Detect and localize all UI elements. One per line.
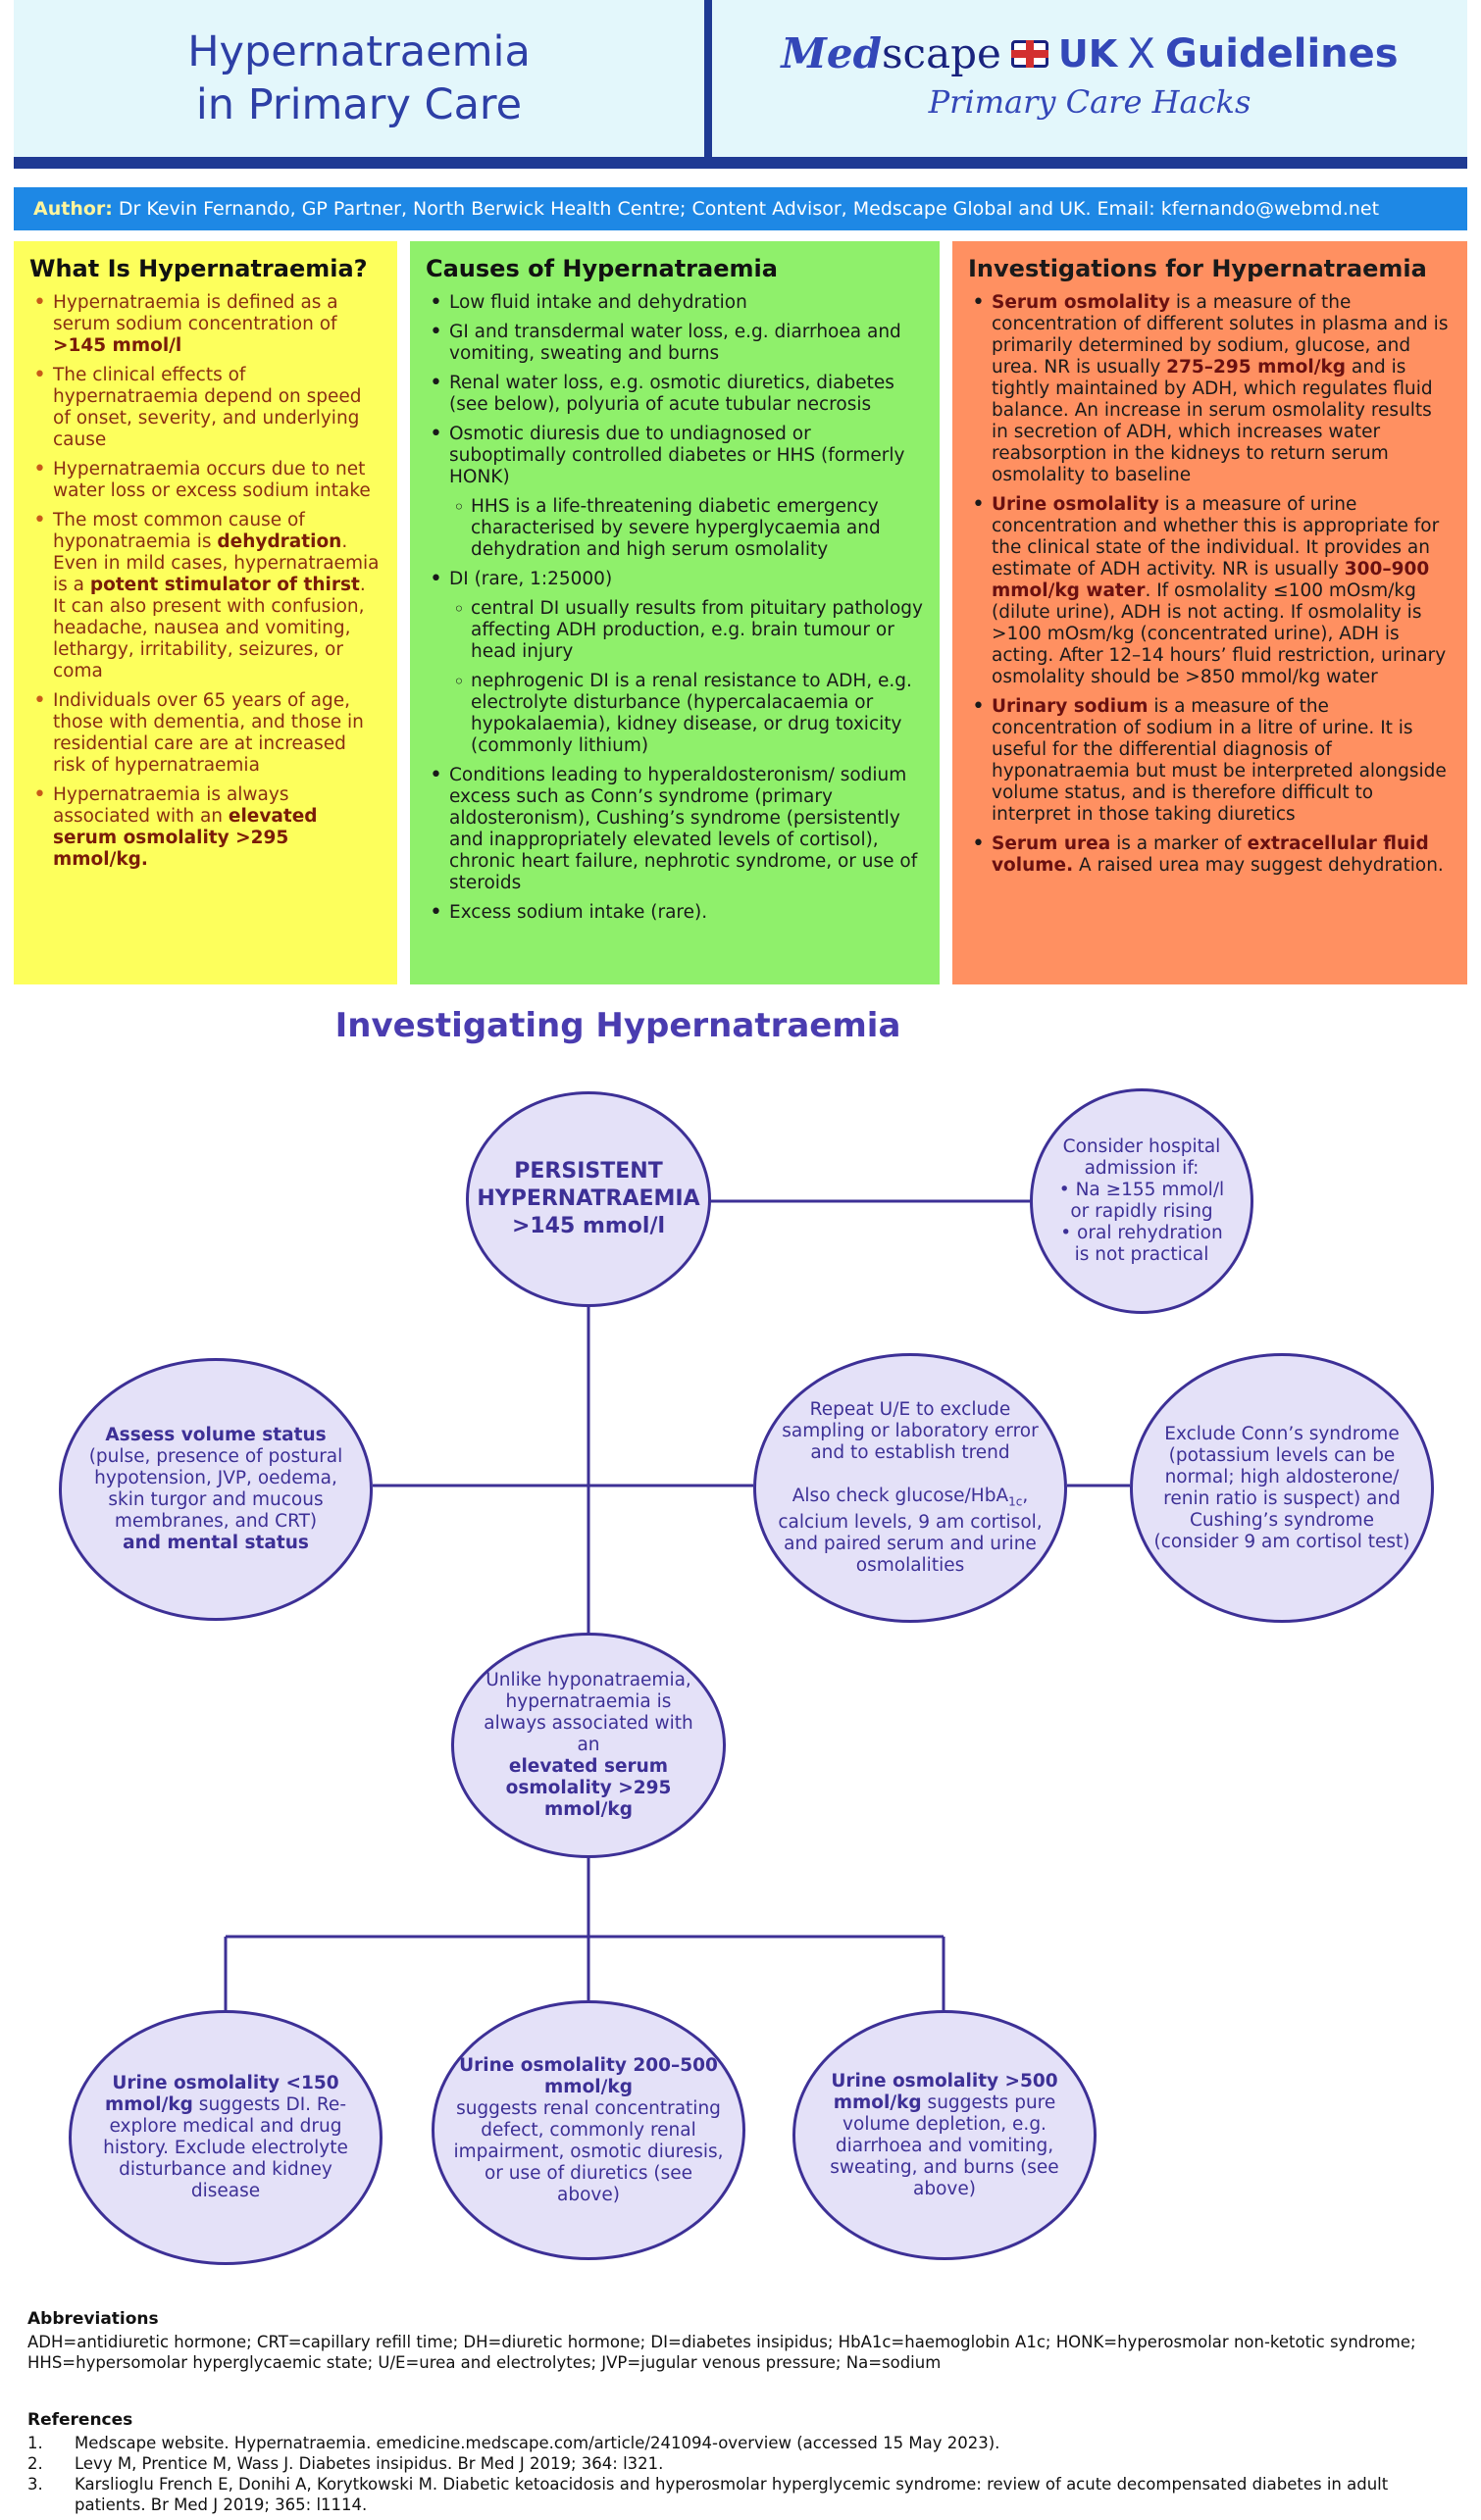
references: References 1.Medscape website. Hypernatr… <box>27 2410 1459 2515</box>
causes-panel: Causes of Hypernatraemia Low fluid intak… <box>410 241 940 984</box>
brand-uk: UK <box>1057 31 1118 76</box>
reference-item: 3.Karslioglu French E, Donihi A, Korytko… <box>27 2475 1389 2514</box>
causes-heading: Causes of Hypernatraemia <box>426 255 778 282</box>
repeat-ue-node: Repeat U/E to exclude sampling or labora… <box>753 1353 1067 1623</box>
volume-status-node: Assess volume status(pulse, presence of … <box>59 1358 373 1621</box>
abbreviations-line: ADH=antidiuretic hormone; CRT=capillary … <box>27 2333 1416 2351</box>
list-item: The most common cause of hyponatraemia i… <box>29 510 382 682</box>
title-line-2: in Primary Care <box>195 80 523 129</box>
abbreviations-heading: Abbreviations <box>27 2309 159 2329</box>
list-item: Urine osmolality is a measure of urine c… <box>968 494 1452 688</box>
uk-flag-icon <box>1010 39 1048 68</box>
investigations-heading: Investigations for Hypernatraemia <box>968 255 1427 282</box>
list-item: Low fluid intake and dehydration <box>426 292 924 314</box>
list-item: DI (rare, 1:25000) <box>426 569 924 590</box>
exclude-conns-node: Exclude Conn’s syndrome (potassium level… <box>1130 1353 1434 1623</box>
header-divider <box>704 0 712 157</box>
reference-item: 1.Medscape website. Hypernatraemia. emed… <box>27 2434 1000 2452</box>
author-text: Dr Kevin Fernando, GP Partner, North Ber… <box>118 198 1380 220</box>
brand-logo: Medscape UK X Guidelines Primary Care Ha… <box>712 0 1467 157</box>
reference-item: 2.Levy M, Prentice M, Wass J. Diabetes i… <box>27 2454 664 2473</box>
list-item: Urinary sodium is a measure of the conce… <box>968 696 1452 826</box>
list-item: Renal water loss, e.g. osmotic diuretics… <box>426 373 924 416</box>
sub-list-item: nephrogenic DI is a renal resistance to … <box>453 671 924 757</box>
list-item: Hypernatraemia is defined as a serum sod… <box>29 292 382 357</box>
list-item: Individuals over 65 years of age, those … <box>29 690 382 777</box>
references-heading: References <box>27 2410 133 2430</box>
list-item: GI and transdermal water loss, e.g. diar… <box>426 322 924 365</box>
sub-list-item: HHS is a life-threatening diabetic emerg… <box>453 496 924 561</box>
sub-list-item: central DI usually results from pituitar… <box>453 598 924 663</box>
brand-scape: scape <box>882 29 1001 77</box>
list-item: Hypernatraemia occurs due to net water l… <box>29 459 382 502</box>
brand-subtitle: Primary Care Hacks <box>928 83 1251 121</box>
abbreviations-line: HHS=hypersomolar hyperglycaemic state; U… <box>27 2353 942 2372</box>
list-item: Serum osmolality is a measure of the con… <box>968 292 1452 486</box>
hospital-admission-node: Consider hospital admission if:• Na ≥155… <box>1030 1088 1253 1314</box>
brand-med: Med <box>781 29 882 77</box>
brand-guidelines: Guidelines <box>1164 30 1399 76</box>
list-item: Excess sodium intake (rare). <box>426 902 924 924</box>
investigations-panel: Investigations for Hypernatraemia Serum … <box>952 241 1467 984</box>
header-band <box>14 157 1467 169</box>
title-line-1: Hypernatraemia <box>187 27 531 76</box>
what-is-panel: What Is Hypernatraemia? Hypernatraemia i… <box>14 241 397 984</box>
author-label: Author: <box>33 198 113 220</box>
what-is-heading: What Is Hypernatraemia? <box>29 255 368 282</box>
author-bar: Author: Dr Kevin Fernando, GP Partner, N… <box>14 187 1467 230</box>
list-item: Osmotic diuresis due to undiagnosed or s… <box>426 424 924 488</box>
urine-osmolality-high-node: Urine osmolality >500 mmol/kg suggests p… <box>792 2010 1097 2260</box>
abbreviations: Abbreviations ADH=antidiuretic hormone; … <box>27 2309 1459 2373</box>
list-item: Hypernatraemia is always associated with… <box>29 784 382 871</box>
list-item: The clinical effects of hypernatraemia d… <box>29 365 382 451</box>
list-item: Conditions leading to hyperaldosteronism… <box>426 765 924 894</box>
flowchart-title: Investigating Hypernatraemia <box>334 1006 901 1045</box>
unlike-hyponatraemia-node: Unlike hyponatraemia, hypernatraemia is … <box>451 1633 726 1858</box>
brand-x: X <box>1127 29 1155 77</box>
urine-osmolality-low-node: Urine osmolality <150 mmol/kg suggests D… <box>69 2010 383 2265</box>
list-item: Serum urea is a marker of extracellular … <box>968 833 1452 877</box>
